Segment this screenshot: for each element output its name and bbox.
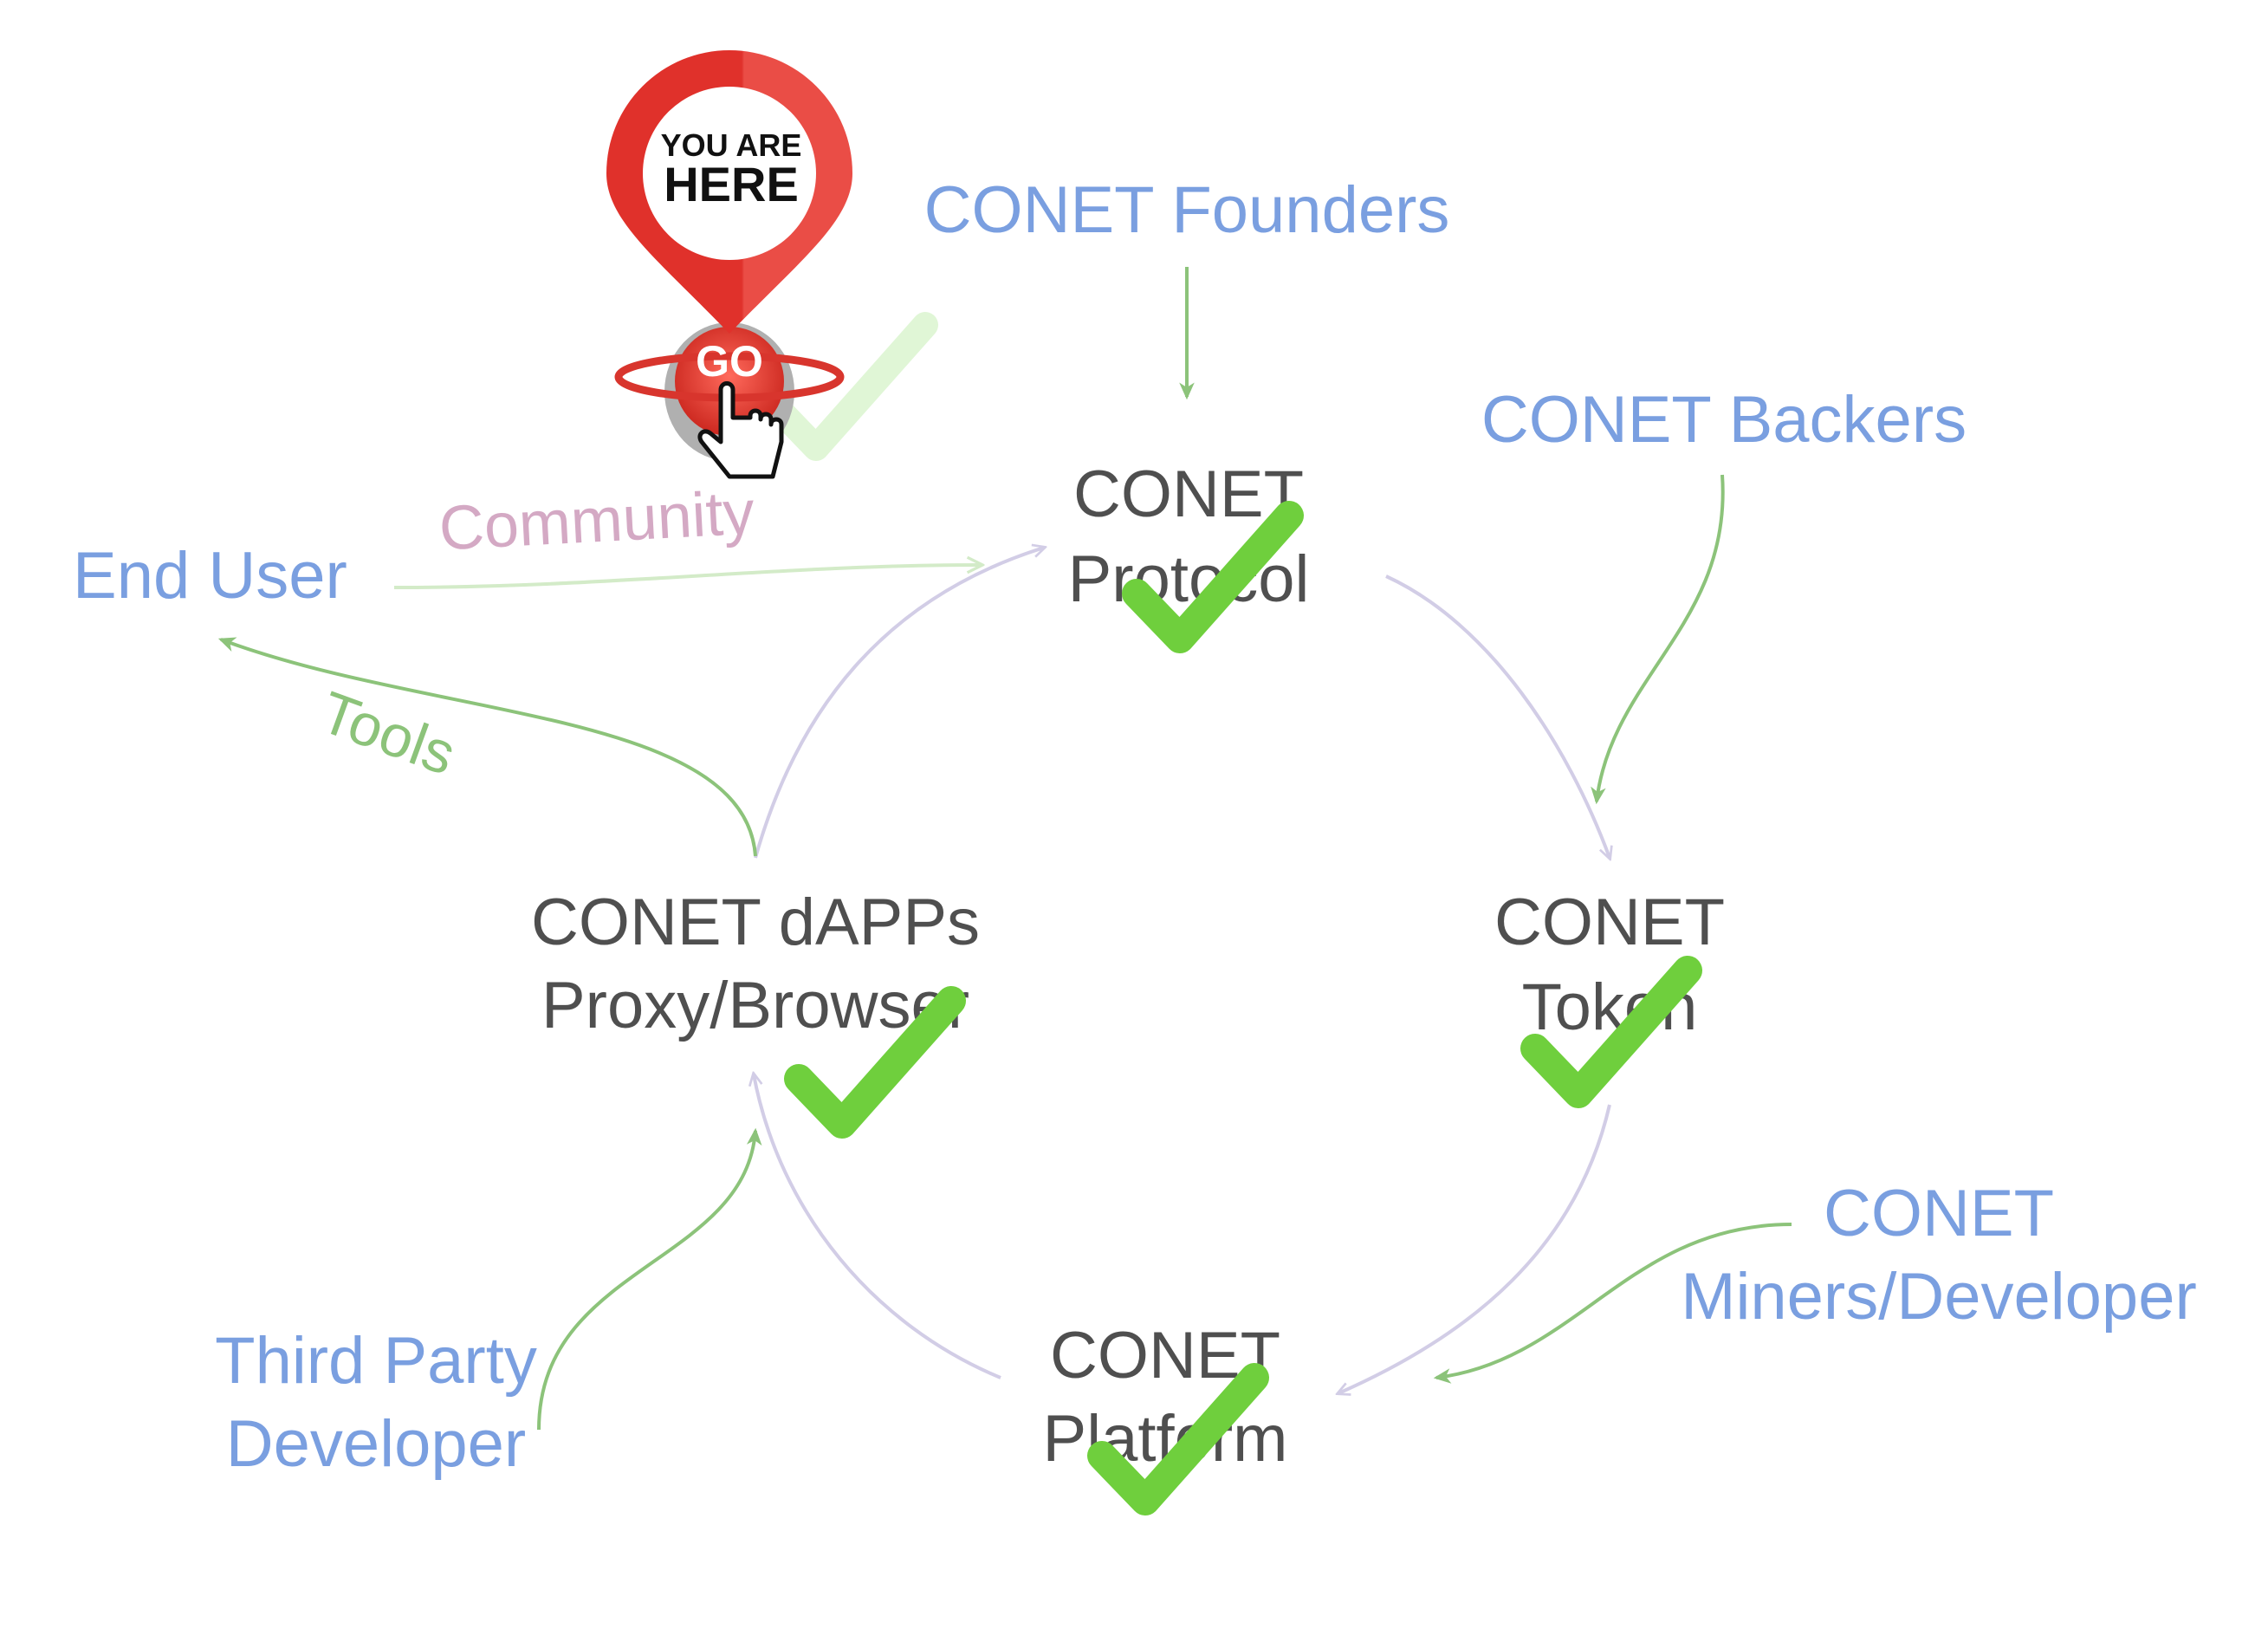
arrow-token-to-platform <box>1338 1104 1611 1393</box>
actor-enduser: End User <box>73 539 347 613</box>
arrow-backers-to-token <box>1591 474 1725 805</box>
checkmark-icon <box>1520 956 1702 1108</box>
actor-thirdparty-line2: Developer <box>226 1407 526 1481</box>
arrow-thirdparty-to-dapps <box>537 1127 762 1431</box>
edge-label-community: Community <box>437 478 756 564</box>
actor-thirdparty-line1: Third Party <box>215 1324 537 1398</box>
actor-backers: CONET Backers <box>1481 383 1967 457</box>
hand-cursor-icon <box>697 381 784 479</box>
checkmark-icon <box>760 312 938 461</box>
node-dapps-line1: CONET dAPPs <box>531 886 980 959</box>
pin-label-line2: HERE <box>664 157 799 211</box>
go-button-label: GO <box>696 337 763 386</box>
actor-miners-line2: Miners/Developer <box>1681 1260 2197 1334</box>
checkmark-icon <box>784 986 966 1139</box>
arrow-dapps-to-protocol <box>754 548 1044 859</box>
node-dapps-line2: Proxy/Browser <box>541 969 969 1042</box>
pin-label-line1: YOU ARE <box>661 127 802 163</box>
location-pin-icon: YOU ARE HERE <box>606 50 852 334</box>
arrow-dapps-to-enduser <box>217 637 757 857</box>
arrow-protocol-to-token <box>1385 574 1610 858</box>
node-token-line1: CONET <box>1494 886 1725 959</box>
node-protocol-line1: CONET <box>1073 458 1304 531</box>
actor-miners-line1: CONET <box>1824 1177 2054 1250</box>
arrow-enduser-to-protocol <box>393 565 981 589</box>
arrow-miners-to-platform <box>1433 1223 1792 1384</box>
checkmark-icon <box>1122 501 1304 653</box>
arrow-platform-to-dapps <box>754 1074 1001 1379</box>
actor-founders: CONET Founders <box>924 173 1450 247</box>
checkmark-icon <box>1087 1363 1269 1515</box>
